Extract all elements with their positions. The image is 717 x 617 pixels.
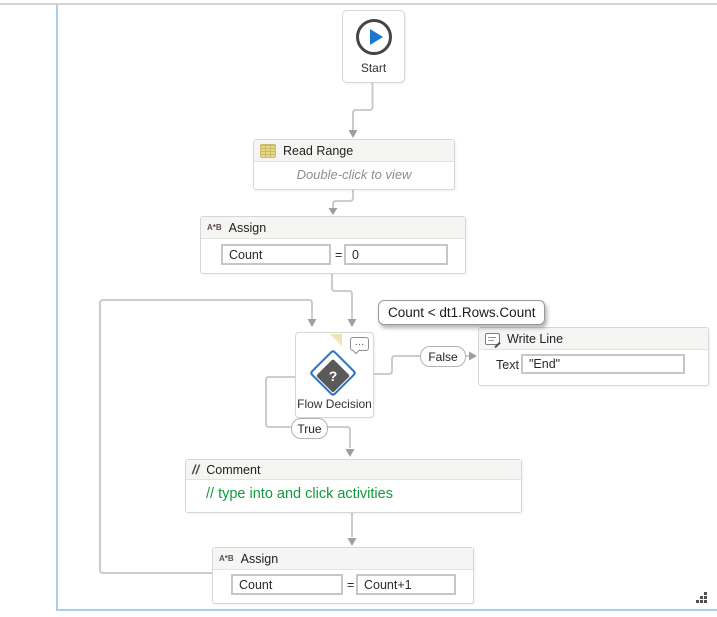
read-range-header[interactable]: Read Range [254,140,454,162]
node-write-line[interactable]: Write Line Text "End" [478,327,709,386]
node-start[interactable]: Start [342,10,405,83]
node-flow-decision[interactable]: … ? Flow Decision [295,332,374,418]
true-branch-label[interactable]: True [291,418,328,439]
canvas-border-left [56,5,58,610]
flow-decision-label: Flow Decision [297,397,372,411]
text-field-label: Text [496,358,519,372]
write-line-title: Write Line [507,331,564,346]
false-branch-label[interactable]: False [420,346,466,367]
comment-title: Comment [206,462,261,477]
flow-decision-annotation: Count < dt1.Rows.Count [378,300,546,325]
double-click-hint: Double-click to view [296,167,412,182]
assign-top-equals: = [335,248,343,262]
assign-bottom-title: Assign [240,551,279,566]
start-play-icon [355,19,392,55]
assign-icon: A*B [219,554,234,563]
comment-slashes-icon: // [192,462,200,477]
comment-text: // type into and click activities [206,486,393,502]
assign-top-title: Assign [228,220,267,235]
annotation-bubble-icon[interactable]: … [350,337,369,355]
panel-top-divider [0,3,717,5]
text-field[interactable]: "End" [521,354,685,374]
node-assign-top[interactable]: A*B Assign Count = 0 [200,216,466,274]
comment-header[interactable]: // Comment [186,460,521,480]
annotation-fold-icon [330,334,342,346]
assign-top-to-field[interactable]: Count [221,244,331,265]
decision-diamond-icon: ? [308,348,358,398]
assign-bottom-value-field[interactable]: Count+1 [356,574,456,595]
assign-icon: A*B [207,223,222,232]
assign-bottom-header[interactable]: A*B Assign [213,548,473,570]
assign-bottom-equals: = [347,578,355,592]
excel-table-icon [260,143,276,158]
assign-top-header[interactable]: A*B Assign [201,217,465,239]
canvas-border-bottom [56,609,717,611]
assign-top-value-field[interactable]: 0 [344,244,448,265]
node-assign-bottom[interactable]: A*B Assign Count = Count+1 [212,547,474,604]
read-range-title: Read Range [283,143,354,158]
node-comment[interactable]: // Comment // type into and click activi… [185,459,522,513]
node-read-range[interactable]: Read Range Double-click to view [253,139,455,190]
start-label: Start [360,61,387,75]
write-line-header[interactable]: Write Line [479,328,708,350]
write-line-icon [485,332,501,348]
assign-bottom-to-field[interactable]: Count [231,574,343,595]
